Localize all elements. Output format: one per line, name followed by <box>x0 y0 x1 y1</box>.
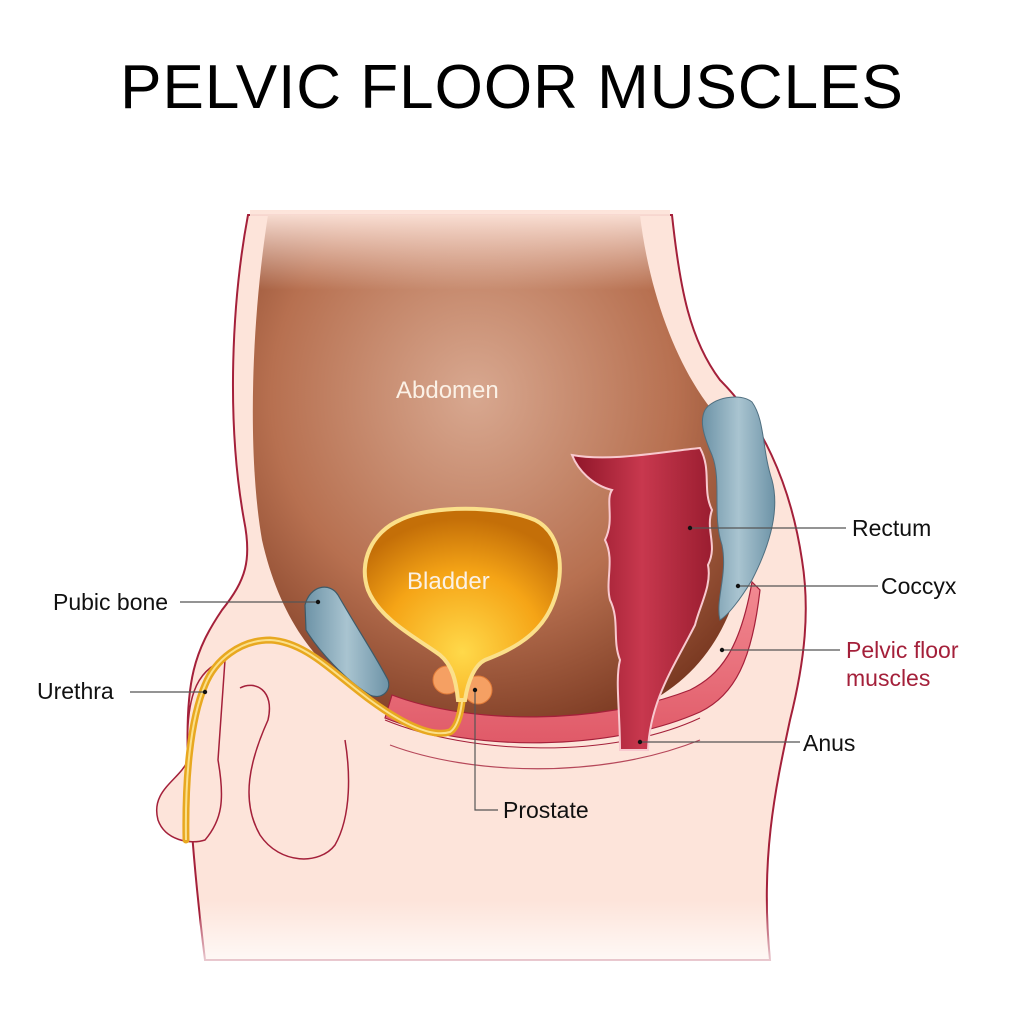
pubic-bone-shape <box>304 586 390 698</box>
leader-lines <box>130 527 878 811</box>
label-pelvic-floor-line1: Pelvic floor <box>846 637 959 663</box>
label-abdomen: Abdomen <box>396 377 499 404</box>
label-coccyx: Coccyx <box>881 573 957 599</box>
label-bladder: Bladder <box>407 568 490 595</box>
diagram-title: PELVIC FLOOR MUSCLES <box>120 53 904 122</box>
label-anus: Anus <box>803 730 856 756</box>
bladder-shape <box>362 506 562 702</box>
label-prostate: Prostate <box>503 797 589 823</box>
rectum-shape <box>570 446 714 751</box>
coccyx-shape <box>701 396 776 621</box>
pelvic-floor-muscles-shape <box>384 580 761 744</box>
scrotum-outline <box>239 684 350 860</box>
label-pubic-bone: Pubic bone <box>53 589 169 615</box>
label-urethra: Urethra <box>37 678 114 704</box>
label-rectum: Rectum <box>852 515 932 541</box>
label-pelvic-floor-line2: muscles <box>846 665 931 691</box>
label-pelvic-floor-muscles: Pelvic floor muscles <box>846 636 958 692</box>
